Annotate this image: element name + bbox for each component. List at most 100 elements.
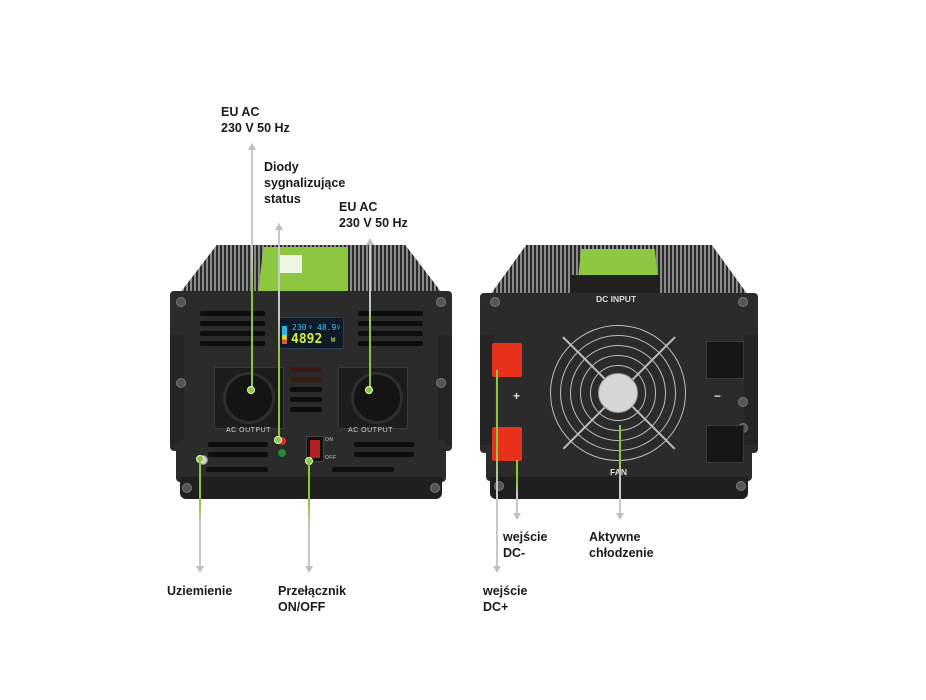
callout-eu-ac-right: EU AC 230 V 50 Hz [339,200,408,230]
mounting-base [180,477,442,499]
vent-slot [358,341,423,346]
vent-slot [358,321,423,326]
vent-slot [290,377,322,382]
callout-dc-minus: wejście DC- [503,530,548,560]
callout-line [278,230,280,438]
minus-sign: − [714,389,722,403]
arrow-down-icon [616,513,624,520]
fan-label: FAN [610,467,627,477]
vent-slot [290,367,322,372]
screw [494,481,504,491]
vent-slot [200,331,265,336]
screw [738,297,748,307]
arrow-up-icon [366,238,374,245]
callout-line [369,245,371,388]
screw [176,378,186,388]
callout-line [199,460,201,568]
product-label [258,247,348,293]
dc-minus-terminal-bottom[interactable] [706,425,744,463]
screw [436,378,446,388]
vent-slot [358,331,423,336]
callout-line [516,460,518,515]
callout-line [308,462,310,568]
arrow-down-icon [493,566,501,573]
callout-status-leds: Diody sygnalizujące status [264,160,346,206]
socket-face [223,372,275,424]
screw [430,483,440,493]
screw [182,483,192,493]
lcd-power: 4892 [291,332,323,347]
arrow-down-icon [196,566,204,573]
ac-socket-left[interactable] [214,367,284,429]
switch-rocker [310,440,320,458]
screw [736,481,746,491]
grill-ring [580,355,656,431]
lcd-power-unit: W [331,336,336,344]
vent-slot [354,452,414,457]
status-led-green [278,449,286,457]
vent-slot [354,442,414,447]
grill-ring [550,325,686,461]
fan-hub-label [598,373,638,413]
vent-slot [200,321,265,326]
ac-output-label-left: AC OUTPUT [226,427,271,434]
callout-dot [247,386,255,394]
label-qr [280,255,302,273]
socket-face [351,372,403,424]
lcd-input-voltage: 230 [292,323,307,332]
callout-dot [274,436,282,444]
left-flange [480,335,494,445]
screw [176,297,186,307]
left-flange [170,335,184,445]
fan-grill [550,325,688,463]
lcd-input-unit: V [309,325,313,331]
vent-slot [206,467,268,472]
battery-level-icon [282,326,287,344]
vent-slot [290,397,322,402]
arrow-down-icon [305,566,313,573]
callout-line [619,425,621,515]
lcd-display: 230 V 48.9 V 4892 W [278,317,344,349]
callout-cooling: Aktywne chłodzenie [589,530,654,560]
arrow-up-icon [248,143,256,150]
lcd-battery-unit: V [337,325,341,331]
switch-off-label: OFF [325,455,337,461]
callout-dc-plus: wejście DC+ [483,584,528,614]
power-switch[interactable] [306,436,324,462]
vent-slot [290,387,322,392]
dc-input-label: DC INPUT [596,294,637,304]
screw [490,297,500,307]
screw [738,397,748,407]
arrow-up-icon [275,223,283,230]
vent-slot [332,467,394,472]
plus-sign: + [513,389,521,403]
dc-minus-terminal-top[interactable] [706,341,744,379]
status-led-red [278,437,286,445]
vent-slot [200,341,265,346]
ac-socket-right[interactable] [338,367,408,429]
vent-slot [358,311,423,316]
label-rating-panel [570,275,660,295]
callout-grounding: Uziemienie [167,584,233,598]
grill-ring [590,365,646,421]
callout-line [251,150,253,388]
vent-slot [290,407,322,412]
inverter-front-view: 230 V 48.9 V 4892 W AC OUTPUT AC OUTPUT … [170,245,452,510]
vent-slot [200,311,265,316]
right-flange [744,335,758,445]
grill-ring [570,345,666,441]
callout-line [496,370,498,568]
vent-slot [208,452,268,457]
callout-dot [365,386,373,394]
grill-ring [560,335,676,451]
right-flange [438,335,452,445]
callout-eu-ac-left: EU AC 230 V 50 Hz [221,105,290,135]
lcd-battery-voltage: 48.9 [317,323,337,332]
callout-switch: Przełącznik ON/OFF [278,584,347,614]
product-label [578,249,658,279]
ac-output-label-right: AC OUTPUT [348,427,393,434]
arrow-down-icon [513,513,521,520]
switch-on-label: ON [325,437,334,443]
vent-slot [208,442,268,447]
screw [436,297,446,307]
